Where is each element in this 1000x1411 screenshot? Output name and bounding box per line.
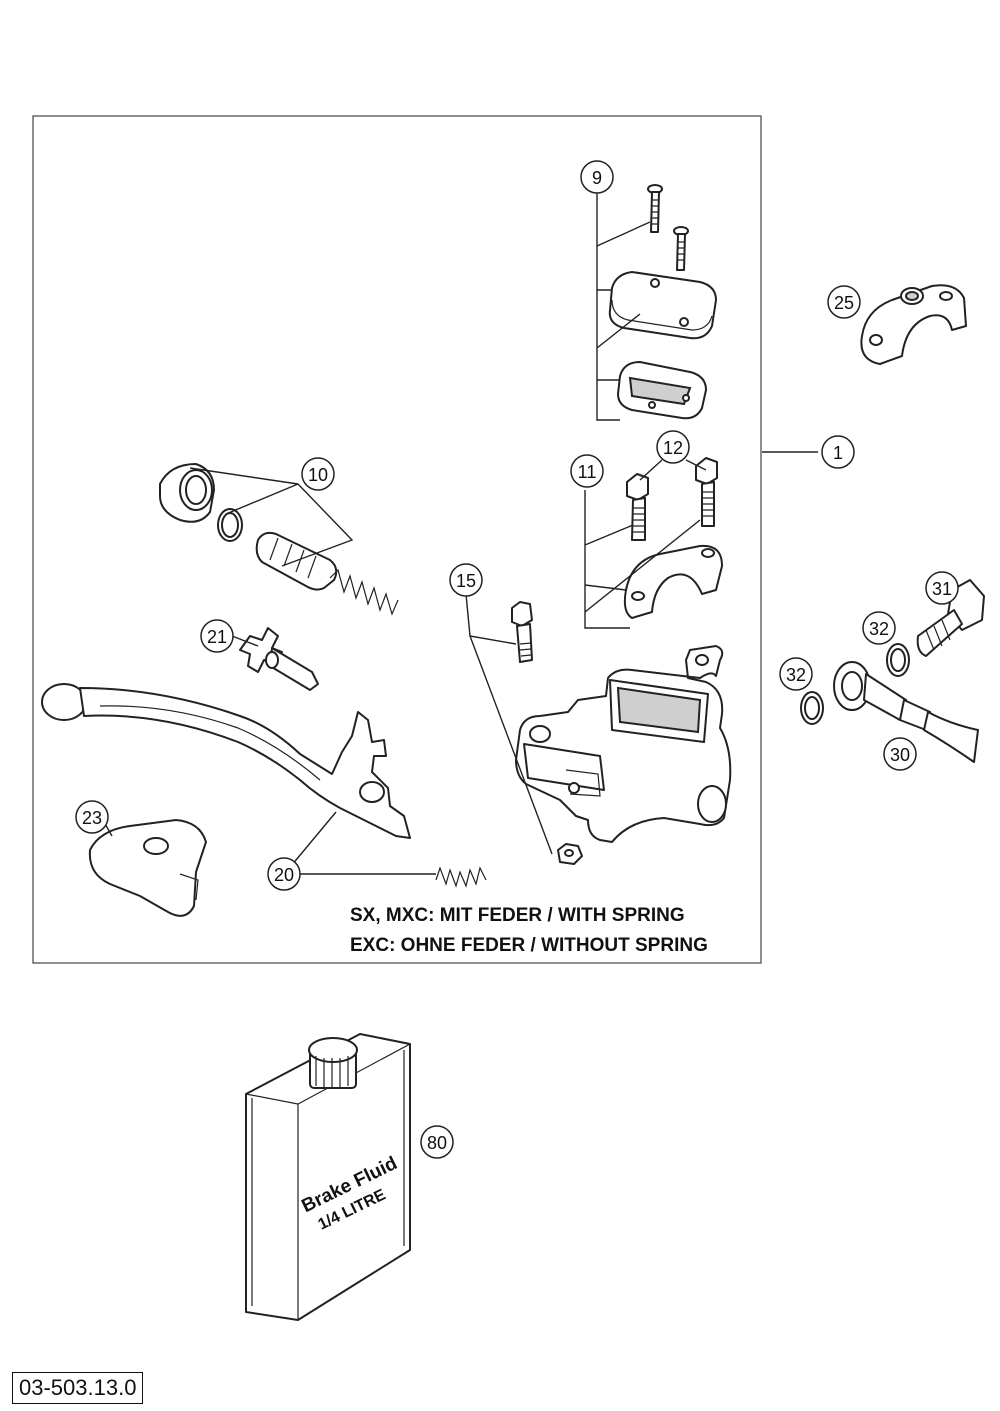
sealing-washer (886, 643, 910, 677)
assembly-frame (32, 115, 762, 964)
callout-label: 30 (890, 745, 910, 765)
clamp-bolt (626, 473, 649, 541)
note-with-spring: SX, MXC: MIT FEDER / WITH SPRING (350, 905, 685, 926)
callout-label: 12 (663, 438, 683, 458)
note-without-spring: EXC: OHNE FEDER / WITHOUT SPRING (350, 935, 708, 956)
callout-label: 20 (274, 865, 294, 885)
callout-1: 1 (821, 435, 855, 469)
callout-label: 32 (786, 665, 806, 685)
callout-80: 80 (420, 1125, 454, 1159)
lever-leader (285, 811, 436, 875)
callout-25: 25 (827, 285, 861, 319)
reservoir-cover-group (596, 184, 717, 421)
master-cylinder-body (515, 645, 732, 843)
callout-23: 23 (75, 800, 109, 834)
callout-label: 23 (82, 808, 102, 828)
callout-9: 9 (580, 160, 614, 194)
callout-10: 10 (301, 457, 335, 491)
callout-30: 30 (883, 737, 917, 771)
adjuster-leader (231, 635, 259, 647)
brake-hose (833, 661, 979, 763)
callout-label: 31 (932, 579, 952, 599)
callout-label: 9 (592, 168, 602, 188)
callout-31: 31 (925, 571, 959, 605)
callout-12: 12 (656, 430, 690, 464)
callout-label: 25 (834, 293, 854, 313)
lever-nut (557, 843, 583, 865)
brake-lever (41, 683, 487, 888)
callout-21: 21 (200, 619, 234, 653)
callout-label: 1 (833, 443, 843, 463)
clamp-leader (584, 490, 701, 629)
callout-32: 32 (862, 611, 896, 645)
bolt-nut-leader (465, 593, 553, 855)
callout-label: 21 (207, 627, 227, 647)
reservoir-diaphragm (617, 361, 707, 420)
callout-15: 15 (449, 563, 483, 597)
callout-label: 11 (578, 462, 597, 482)
sealing-washer (800, 691, 824, 725)
brake-fluid-bottle: Brake Fluid 1/4 LITRE (245, 1033, 411, 1321)
cover-screw (647, 184, 663, 233)
callout-32: 32 (779, 657, 813, 691)
spare-clamp (860, 284, 967, 365)
reach-adjuster (239, 627, 319, 691)
handlebar-clamp (623, 544, 723, 619)
callout-20: 20 (267, 857, 301, 891)
callout-label: 80 (427, 1133, 447, 1153)
reservoir-cover (608, 271, 717, 340)
reference-code: 03-503.13.0 (12, 1372, 144, 1404)
clamp-bolt (695, 457, 718, 527)
callout-label: 32 (869, 619, 889, 639)
cover-screw (673, 226, 689, 271)
callout-label: 15 (456, 571, 476, 591)
piston-kit (159, 463, 399, 616)
callout-label: 10 (308, 465, 328, 485)
callout-11: 11 (570, 454, 604, 488)
lever-boot (88, 819, 207, 917)
pivot-bolt (511, 601, 533, 663)
bolt-leader (639, 459, 707, 481)
piston-leader (189, 467, 354, 567)
